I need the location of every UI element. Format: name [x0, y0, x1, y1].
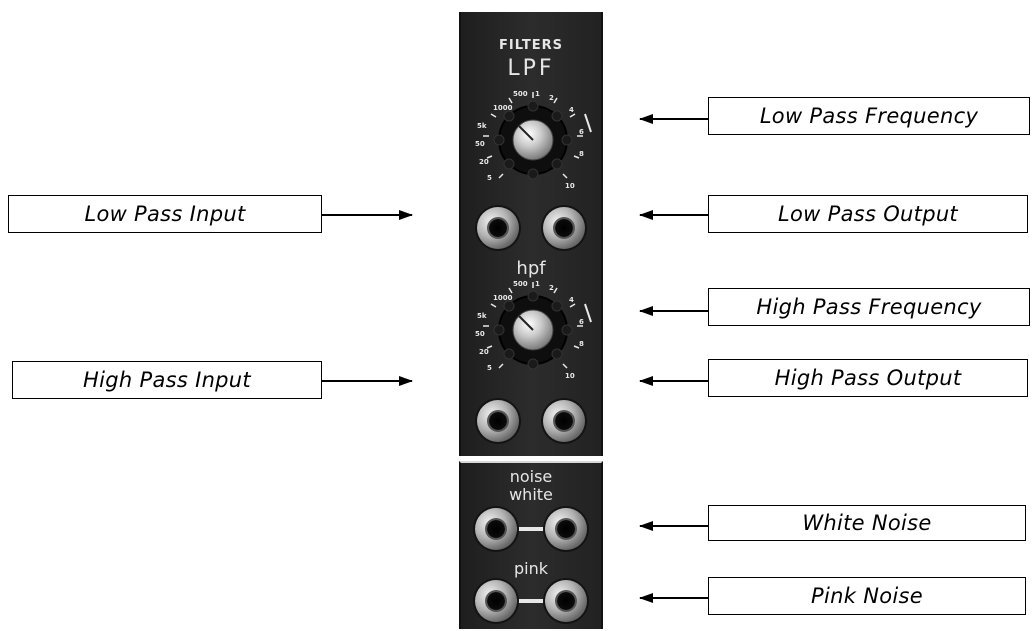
high-pass-output-callout: High Pass Output — [708, 359, 1028, 397]
high-pass-input-jack[interactable] — [477, 400, 519, 442]
lpf-tick-50: 50 — [475, 140, 485, 148]
lpf-tick-500: 500 — [513, 90, 528, 98]
hpf-tick-10: 10 — [565, 372, 575, 380]
pink-noise-callout: Pink Noise — [708, 577, 1026, 615]
lpf-tick-5: 5 — [487, 174, 492, 182]
hpf-tick-6: 6 — [579, 318, 584, 326]
pink-noise-jack-a[interactable] — [475, 580, 517, 622]
white-noise-jack-b[interactable] — [545, 508, 587, 550]
hpf-tick-5: 5 — [487, 364, 492, 372]
filters-panel: FILTERS LPF 500 1 2 1000 — [459, 12, 603, 456]
hpf-tick-5k: 5k — [477, 312, 487, 320]
filters-title: FILTERS — [461, 38, 601, 53]
lpf-tick-6: 6 — [579, 128, 584, 136]
hpf-tick-500: 500 — [513, 280, 528, 288]
low-pass-knob-graphic: 500 1 2 1000 4 5k 6 50 8 20 5 10 — [473, 84, 593, 199]
low-pass-output-callout: Low Pass Output — [708, 195, 1028, 233]
high-pass-knob-graphic: 500 1 2 1000 4 5k 6 50 8 20 5 10 — [473, 274, 593, 389]
noise-panel: noise white pink — [459, 461, 603, 629]
lpf-tick-5k: 5k — [477, 122, 487, 130]
low-pass-input-jack[interactable] — [477, 207, 519, 249]
lpf-tick-20: 20 — [479, 158, 489, 166]
hpf-tick-20: 20 — [479, 348, 489, 356]
high-pass-frequency-callout: High Pass Frequency — [708, 288, 1030, 326]
pink-label: pink — [461, 559, 601, 578]
low-pass-output-jack[interactable] — [543, 207, 585, 249]
hpf-tick-1: 1 — [535, 280, 540, 288]
white-label: white — [461, 485, 601, 504]
low-pass-frequency-knob[interactable]: 500 1 2 1000 4 5k 6 50 8 20 5 10 — [473, 84, 593, 199]
lpf-tick-10: 10 — [565, 182, 575, 190]
hpf-tick-4: 4 — [569, 296, 574, 304]
hpf-tick-2: 2 — [549, 284, 554, 292]
high-pass-input-callout: High Pass Input — [12, 361, 322, 399]
lpf-tick-1: 1 — [535, 90, 540, 98]
white-noise-jack-a[interactable] — [475, 508, 517, 550]
low-pass-frequency-callout: Low Pass Frequency — [708, 97, 1030, 135]
white-noise-callout: White Noise — [708, 505, 1026, 541]
hpf-tick-50: 50 — [475, 330, 485, 338]
lpf-tick-4: 4 — [569, 106, 574, 114]
low-pass-input-callout: Low Pass Input — [8, 195, 322, 233]
noise-label: noise — [461, 467, 601, 486]
lpf-tick-8: 8 — [579, 150, 584, 158]
pink-noise-jack-b[interactable] — [545, 580, 587, 622]
hpf-tick-8: 8 — [579, 340, 584, 348]
lpf-label: LPF — [461, 56, 601, 81]
high-pass-output-jack[interactable] — [543, 400, 585, 442]
high-pass-frequency-knob[interactable]: 500 1 2 1000 4 5k 6 50 8 20 5 10 — [473, 274, 593, 389]
lpf-tick-2: 2 — [549, 94, 554, 102]
